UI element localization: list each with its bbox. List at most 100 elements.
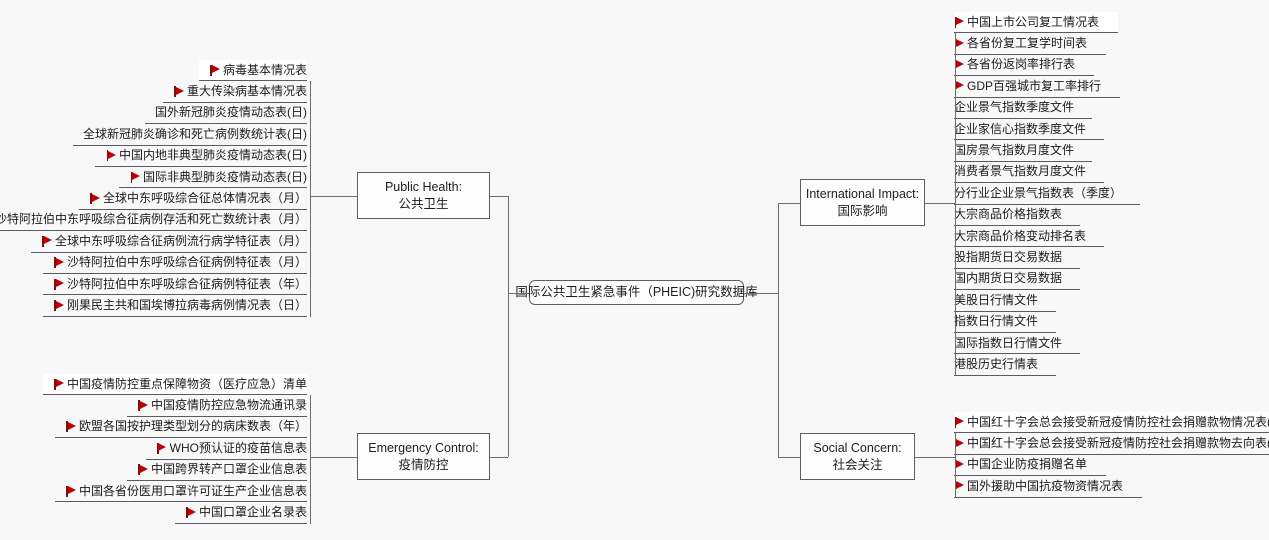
leaf-node-label: 中国企业防疫捐赠名单 [967,457,1088,472]
leaf-node-label: 重大传染病基本情况表 [186,84,307,99]
leaf-node-international-impact-4[interactable]: 企业景气指数季度文件 [954,98,1093,119]
leaf-node-emergency-control-0[interactable]: 中国疫情防控重点保障物资（医疗应急）清单 [42,374,307,396]
leaf-node-emergency-control-6[interactable]: 中国口罩企业名录表 [174,502,307,524]
connector-trunk-to-international-impact [777,202,800,204]
leaf-node-label: 中国疫情防控应急物流通讯录 [150,398,307,413]
leaf-node-international-impact-5[interactable]: 企业家信心指数季度文件 [954,119,1105,141]
leaf-node-emergency-control-1[interactable]: 中国疫情防控应急物流通讯录 [126,395,307,417]
leaf-node-international-impact-13[interactable]: 美股日行情文件 [954,290,1057,312]
leaf-node-international-impact-15[interactable]: 国际指数日行情文件 [954,333,1081,355]
leaf-node-label: GDP百强城市复工率排行 [967,78,1102,93]
leaf-node-public-health-10[interactable]: 沙特阿拉伯中东呼吸综合征病例特征表（年） [42,274,307,296]
leaf-node-label: 中国各省份医用口罩许可证生产企业信息表 [78,483,307,498]
leaf-node-international-impact-12[interactable]: 国内期货日交易数据 [954,269,1081,291]
leaf-node-public-health-8[interactable]: 全球中东呼吸综合征病例流行病学特征表（月） [30,231,307,253]
leaf-node-label: 国际非典型肺炎疫情动态表(日) [143,169,307,184]
leaf-node-international-impact-7[interactable]: 消费者景气指数月度文件 [954,162,1105,184]
leaf-node-label: 各省份复工复学时间表 [967,36,1088,51]
red-flag-icon [54,378,65,390]
leaf-node-international-impact-6[interactable]: 国房景气指数月度文件 [954,140,1093,162]
leaf-node-social-concern-3[interactable]: 国外援助中国抗疫物资情况表 [954,476,1143,498]
connector-trunk-to-social-concern [777,456,800,458]
leaf-node-label: 指数日行情文件 [954,314,1039,329]
leaf-node-label: 股指期货日交易数据 [954,250,1063,265]
leaf-node-label: 美股日行情文件 [954,292,1039,307]
leaf-node-international-impact-11[interactable]: 股指期货日交易数据 [954,247,1081,269]
leaf-node-social-concern-1[interactable]: 中国红十字会总会接受新冠疫情防控社会捐赠款物去向表(日) [954,433,1269,455]
leaf-node-label: 国内期货日交易数据 [954,271,1063,286]
leaf-node-public-health-5[interactable]: 国际非典型肺炎疫情动态表(日) [119,167,307,189]
leaf-node-label: 全球中东呼吸综合征总体情况表（月） [102,191,307,206]
leaf-node-label: 分行业企业景气指数表（季度） [954,185,1123,200]
leaf-node-international-impact-0[interactable]: 中国上市公司复工情况表 [954,12,1119,34]
branch-node-label-zh: 国际影响 [837,203,888,218]
branch-node-label-zh: 公共卫生 [398,196,449,211]
leaf-node-label: 中国疫情防控重点保障物资（医疗应急）清单 [66,376,307,391]
leaf-node-public-health-0[interactable]: 病毒基本情况表 [198,60,307,82]
connector-spine-to-emergency-control [309,456,357,458]
leaf-node-international-impact-10[interactable]: 大宗商品价格变动排名表 [954,226,1105,248]
branch-node-label-en: Public Health: [384,179,463,194]
leaf-node-public-health-3[interactable]: 全球新冠肺炎确诊和死亡病例数统计表(日) [73,124,307,146]
leaf-node-international-impact-8[interactable]: 分行业企业景气指数表（季度） [954,183,1141,205]
branch-node-label-zh: 疫情防控 [398,457,449,472]
leaf-node-label: 全球中东呼吸综合征病例流行病学特征表（月） [54,233,307,248]
leaf-node-label: WHO预认证的疫苗信息表 [169,440,307,455]
leaf-node-label: 各省份返岗率排行表 [967,57,1076,72]
leaf-node-public-health-2[interactable]: 国外新冠肺炎疫情动态表(日) [145,103,307,125]
leaf-node-public-health-4[interactable]: 中国内地非典型肺炎疫情动态表(日) [95,146,307,167]
branch-node-label-en: International Impact: [805,186,920,201]
branch-node-emergency-control[interactable]: Emergency Control: 疫情防控 [357,433,490,480]
leaf-node-public-health-9[interactable]: 沙特阿拉伯中东呼吸综合征病例特征表（月） [42,253,307,274]
leaf-node-international-impact-3[interactable]: GDP百强城市复工率排行 [954,76,1121,98]
leaf-node-label: 病毒基本情况表 [222,62,307,77]
trunk-vertical-right [777,202,779,457]
branch-node-international-impact[interactable]: International Impact: 国际影响 [800,179,925,226]
leaf-node-public-health-7[interactable]: 沙特阿拉伯中东呼吸综合征病例存活和死亡数统计表（月） [0,210,307,232]
branch-spine-social-concern [954,433,956,498]
leaf-node-emergency-control-4[interactable]: 中国跨界转产口罩企业信息表 [126,460,307,481]
connector-root-right [744,292,778,294]
leaf-node-label: 中国内地非典型肺炎疫情动态表(日) [119,148,307,163]
red-flag-icon [210,64,221,76]
leaf-node-international-impact-16[interactable]: 港股历史行情表 [954,354,1057,376]
leaf-node-label: 刚果民主共和国埃博拉病毒病例情况表（日） [66,298,307,313]
root-node-label: 国际公共卫生紧急事件（PHEIC)研究数据库 [515,285,758,300]
leaf-node-international-impact-14[interactable]: 指数日行情文件 [954,312,1057,333]
red-flag-icon [42,235,53,247]
leaf-node-label: 沙特阿拉伯中东呼吸综合征病例特征表（月） [66,255,307,270]
leaf-node-label: 欧盟各国按护理类型划分的病床数表（年） [78,419,307,434]
connector-spine-to-social-concern [915,456,955,458]
red-flag-icon [54,278,65,290]
red-flag-icon [954,416,965,428]
red-flag-icon [157,442,168,454]
leaf-node-label: 国外援助中国抗疫物资情况表 [967,478,1124,493]
leaf-node-label: 中国口罩企业名录表 [198,505,307,520]
branch-node-social-concern[interactable]: Social Concern:社会关注 [800,433,915,480]
leaf-node-international-impact-1[interactable]: 各省份复工复学时间表 [954,33,1107,55]
leaf-node-emergency-control-5[interactable]: 中国各省份医用口罩许可证生产企业信息表 [54,481,307,503]
leaf-node-label: 企业家信心指数季度文件 [954,121,1087,136]
leaf-node-public-health-6[interactable]: 全球中东呼吸综合征总体情况表（月） [78,188,307,210]
branch-spine-public-health [309,81,311,317]
leaf-node-social-concern-0[interactable]: 中国红十字会总会接受新冠疫情防控社会捐赠款物情况表(日) [954,412,1269,434]
root-node[interactable]: 国际公共卫生紧急事件（PHEIC)研究数据库 [515,280,758,305]
leaf-node-social-concern-2[interactable]: 中国企业防疫捐赠名单 [954,455,1107,477]
branch-node-label-en: Emergency Control: [368,440,479,455]
leaf-node-label: 消费者景气指数月度文件 [954,164,1087,179]
leaf-node-label: 中国上市公司复工情况表 [967,14,1100,29]
leaf-node-label: 国际指数日行情文件 [954,335,1063,350]
red-flag-icon [130,171,141,183]
trunk-vertical-left [507,195,509,457]
connector-root-left [507,292,529,294]
leaf-node-international-impact-2[interactable]: 各省份返岗率排行表 [954,55,1095,77]
leaf-node-international-impact-9[interactable]: 大宗商品价格指数表 [954,205,1081,226]
leaf-node-label: 中国红十字会总会接受新冠疫情防控社会捐赠款物去向表(日) [967,436,1269,451]
leaf-node-public-health-11[interactable]: 刚果民主共和国埃博拉病毒病例情况表（日） [42,295,307,317]
leaf-node-label: 全球新冠肺炎确诊和死亡病例数统计表(日) [83,126,307,141]
leaf-node-public-health-1[interactable]: 重大传染病基本情况表 [162,81,307,103]
leaf-node-emergency-control-2[interactable]: 欧盟各国按护理类型划分的病床数表（年） [54,417,307,439]
branch-node-public-health[interactable]: Public Health: 公共卫生 [357,172,490,219]
leaf-node-emergency-control-3[interactable]: WHO预认证的疫苗信息表 [145,438,307,460]
